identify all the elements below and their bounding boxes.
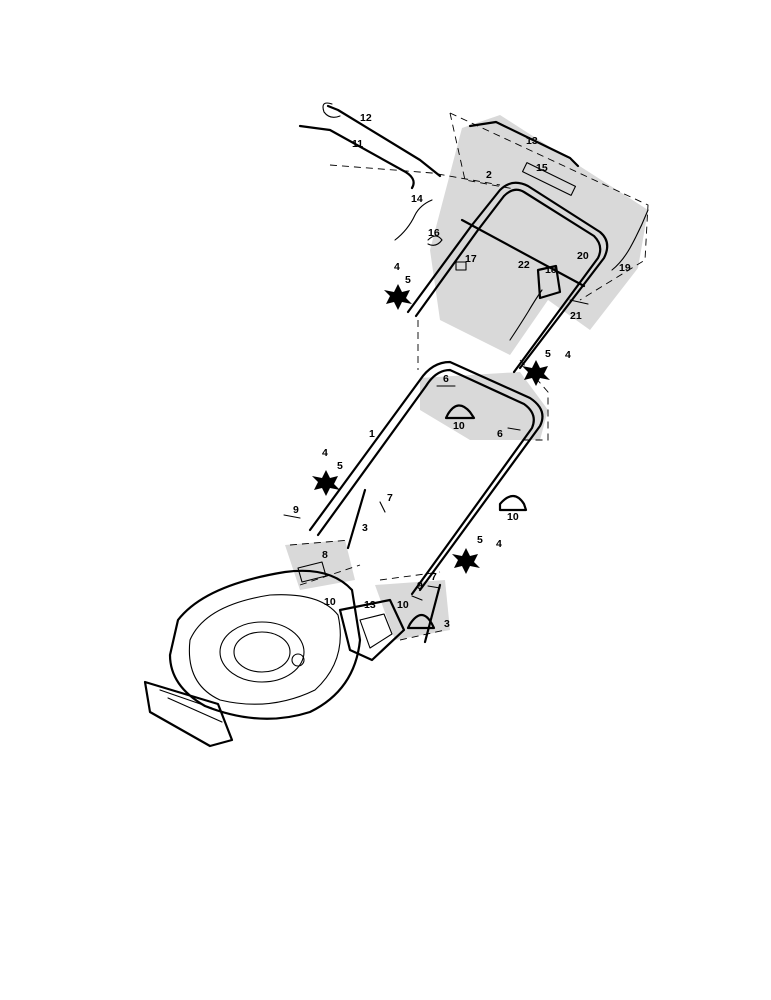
bar-hook-12 [322, 102, 341, 118]
label-22: 22 [518, 259, 530, 271]
label-11: 11 [352, 138, 363, 150]
cable-18 [509, 289, 543, 341]
label-7: 7 [387, 492, 393, 504]
upper-handle-crossbar [460, 218, 586, 288]
label-3: 3 [444, 618, 450, 630]
part-labels: 1 2 3 3 4 4 4 4 5 5 5 5 6 6 7 7 8 9 9 10… [293, 112, 631, 630]
upper-handle-panel [430, 115, 648, 355]
label-4: 4 [394, 261, 400, 273]
clip-10-c [406, 613, 436, 630]
label-13: 13 [526, 135, 538, 147]
lower-handle [308, 360, 544, 592]
drive-bar-12 [326, 104, 442, 178]
label-9: 9 [293, 504, 299, 516]
right-bracket-panel [375, 580, 450, 640]
label-16: 16 [428, 227, 440, 239]
label-9: 9 [417, 580, 423, 592]
label-10: 10 [507, 511, 519, 523]
bail-bar-11 [298, 124, 415, 190]
left-support-rod [346, 488, 367, 550]
bolts [283, 299, 589, 601]
label-3: 3 [362, 522, 368, 534]
label-5: 5 [545, 348, 551, 360]
cover-15 [521, 162, 577, 196]
label-8: 8 [322, 549, 328, 561]
label-6: 6 [443, 373, 449, 385]
clip-10-b [498, 494, 528, 512]
label-4: 4 [496, 538, 502, 550]
label-19: 19 [619, 262, 631, 274]
throttle-control-18 [536, 264, 562, 300]
lower-handle-inner [316, 368, 535, 596]
mower-deck [143, 561, 406, 748]
clip-10-a [444, 404, 476, 420]
label-2: 2 [486, 169, 492, 181]
upper-handle [406, 181, 609, 370]
label-12: 12 [360, 112, 372, 124]
label-5: 5 [405, 274, 411, 286]
control-bar-13 [468, 120, 580, 168]
label-10: 10 [453, 420, 465, 432]
label-5: 5 [337, 460, 343, 472]
cable-19 [611, 209, 649, 271]
label-4: 4 [322, 447, 328, 459]
label-17: 17 [465, 253, 477, 265]
cable-guide-17 [455, 261, 467, 271]
label-18: 18 [545, 264, 557, 276]
label-20: 20 [577, 250, 589, 262]
label-10: 10 [324, 596, 336, 608]
label-13: 13 [364, 599, 376, 611]
label-1: 1 [369, 428, 375, 440]
label-4: 4 [565, 349, 571, 361]
label-15: 15 [536, 162, 548, 174]
label-7: 7 [431, 571, 437, 583]
label-5: 5 [477, 534, 483, 546]
label-6: 6 [497, 428, 503, 440]
cable-14 [394, 199, 433, 241]
upper-handle-inner [414, 188, 602, 374]
label-10: 10 [397, 599, 409, 611]
lower-handle-panel [420, 372, 548, 440]
label-21: 21 [570, 310, 582, 322]
right-support-rod [423, 583, 442, 644]
cable-clip-16 [427, 235, 443, 246]
assembly-leader-lines [289, 112, 649, 641]
star-knobs [312, 284, 550, 574]
label-14: 14 [411, 193, 423, 205]
